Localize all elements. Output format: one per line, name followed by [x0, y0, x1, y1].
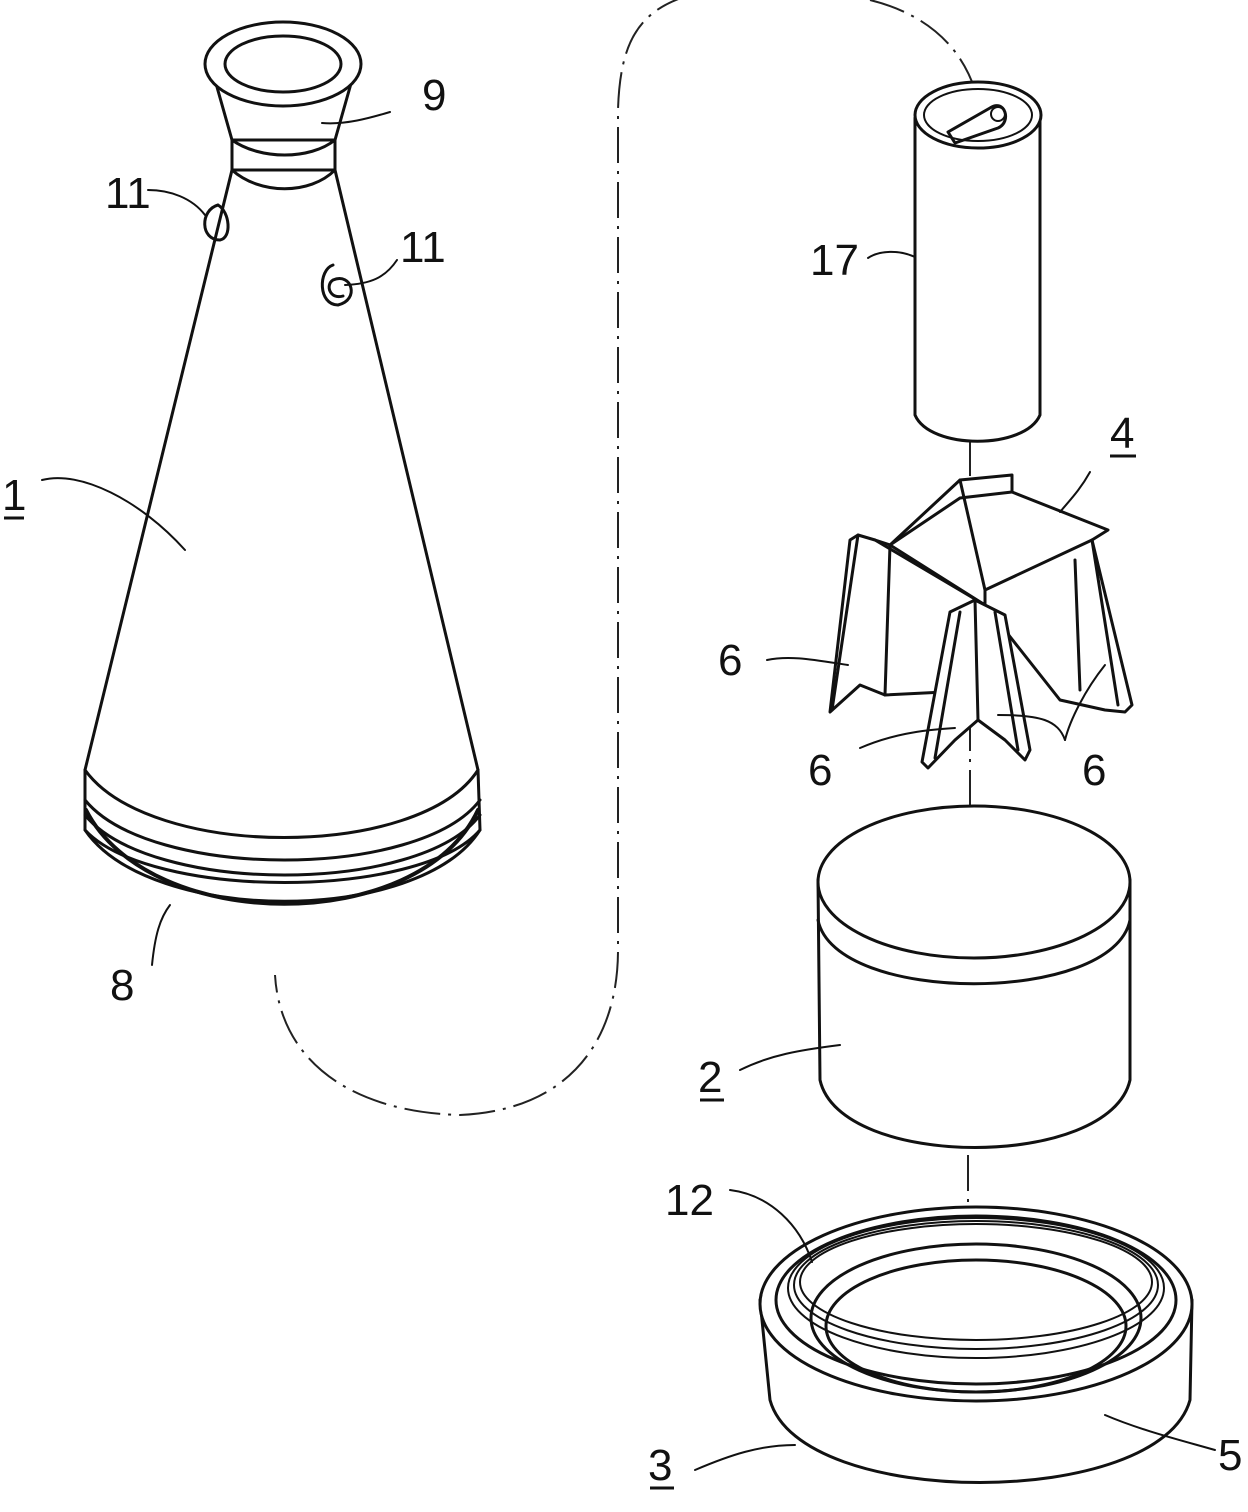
- label-flask: 1: [2, 471, 26, 520]
- label-threads-flask: 8: [110, 961, 134, 1010]
- can: [913, 80, 1043, 443]
- leader-lines: [41, 111, 1216, 1471]
- label-can: 17: [810, 236, 859, 285]
- label-inner-ring: 5: [1218, 1431, 1242, 1480]
- label-hook-right: 11: [400, 223, 446, 272]
- cross-frame: [828, 473, 1134, 770]
- label-neck: 9: [422, 71, 446, 120]
- label-blade-b: 6: [808, 746, 832, 795]
- flask: [83, 20, 482, 906]
- housing: [816, 804, 1132, 1149]
- label-hook-left: 11: [105, 169, 151, 218]
- reference-numerals: 1 9 11 11 8 17 4 6 6 6 2 12 3 5: [2, 71, 1242, 1490]
- label-threads-base: 12: [665, 1176, 714, 1225]
- base: [758, 1205, 1194, 1484]
- label-housing: 2: [698, 1053, 722, 1102]
- label-blade-c: 6: [1082, 746, 1106, 795]
- hook-left-icon: [203, 203, 230, 242]
- hook-right-icon: [320, 263, 353, 307]
- label-blade-a: 6: [718, 636, 742, 685]
- label-base: 3: [648, 1441, 672, 1490]
- label-frame: 4: [1110, 409, 1134, 458]
